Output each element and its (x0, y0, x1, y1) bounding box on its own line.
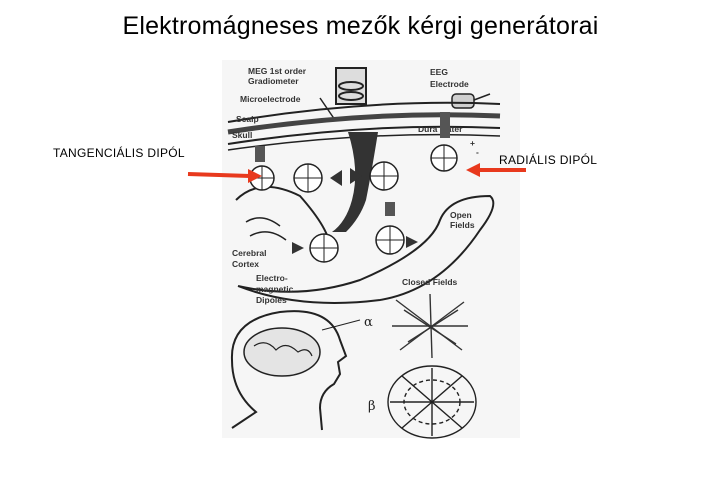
dipoles-label-1: Electro- (256, 273, 288, 283)
brain-icon (243, 327, 321, 377)
dipole-tangential-right (369, 161, 399, 191)
radial-dipole-label: RADIÁLIS DIPÓL (499, 153, 598, 167)
sulcus-shape (332, 132, 378, 232)
beta-label: β (368, 399, 376, 414)
open-fields-label-2: Fields (450, 220, 475, 230)
eeg-label-1: EEG (430, 67, 448, 77)
closed-fields-label: Closed Fields (402, 277, 458, 287)
dipole-lower-left (309, 233, 339, 263)
cerebral-cortex-label-2: Cortex (232, 259, 259, 269)
eeg-label-2: Electrode (430, 79, 469, 89)
dipole-tangential-center (293, 163, 323, 193)
head-profile (230, 310, 348, 431)
skull-label: Skull (232, 130, 252, 140)
flow-arrows (292, 168, 418, 254)
meg-gradiometer-icon (335, 67, 367, 105)
microelectrode-label: Microelectrode (240, 94, 301, 104)
eeg-electrode-icon (451, 93, 475, 109)
tangential-dipole-label: TANGENCIÁLIS DIPÓL (53, 146, 185, 160)
tangential-arrow-icon (187, 169, 262, 183)
dipole-lower-right (375, 202, 405, 255)
minus-sign: - (476, 147, 479, 157)
cerebral-cortex-label-1: Cerebral (232, 248, 267, 258)
slide-title: Elektromágneses mezők kérgi generátorai (122, 12, 599, 40)
head-layers (227, 101, 501, 151)
closed-fields-beta (387, 365, 477, 439)
open-fields-label-1: Open (450, 210, 472, 220)
leader-line (321, 319, 361, 331)
alpha-label: α (364, 315, 373, 330)
dipoles-label-3: Dipoles (256, 295, 287, 305)
dipole-radial (430, 112, 458, 172)
dipoles-label-2: magnetic (256, 284, 294, 294)
dipole-tangential-left (249, 146, 275, 191)
eeg-wire (473, 93, 491, 101)
radial-arrow-icon (466, 163, 526, 177)
plus-sign: + (470, 138, 475, 148)
brain-folds (253, 342, 313, 357)
closed-fields-alpha (392, 293, 468, 359)
meg-label-2: Gradiometer (248, 76, 299, 86)
meg-label-1: MEG 1st order (248, 66, 307, 76)
cortex-folds (245, 217, 287, 241)
scalp-label: Scalp (236, 114, 259, 124)
